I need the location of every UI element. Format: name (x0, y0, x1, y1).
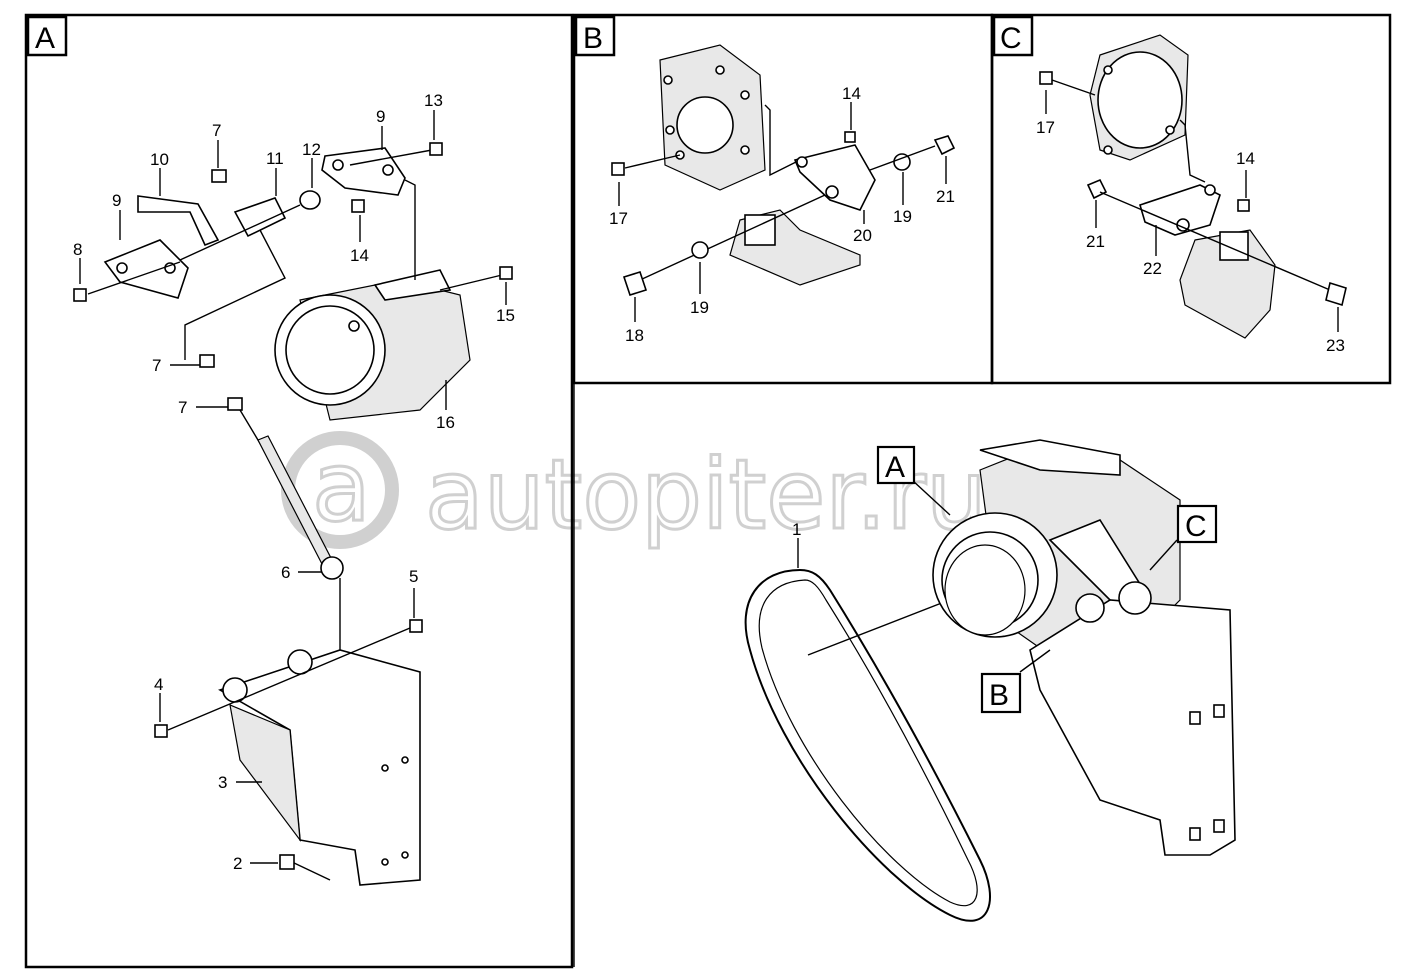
bolt-15-head (499, 266, 513, 280)
nut-5 (409, 619, 423, 633)
watermark-glyph: a (312, 431, 371, 543)
bolt-17-b (611, 162, 625, 176)
svg-text:A: A (885, 451, 905, 484)
bolt-2-head (279, 854, 295, 870)
label-b-20: 20 (853, 226, 872, 245)
label-8: 8 (73, 240, 82, 259)
label-1: 1 (792, 520, 801, 539)
bracket-3 (218, 649, 421, 886)
label-b-19: 19 (893, 207, 912, 226)
main-assembly-drawing (744, 439, 1236, 922)
label-c-23: 23 (1326, 336, 1345, 355)
label-7-mid: 7 (152, 356, 161, 375)
label-7-low: 7 (178, 398, 187, 417)
bracket-9-right (321, 147, 406, 196)
label-9-right: 9 (376, 107, 385, 126)
callout-a[interactable]: A (876, 445, 916, 485)
spacer-11 (233, 197, 287, 238)
svg-text:A: A (35, 22, 55, 55)
svg-text:C: C (1185, 510, 1207, 543)
nut-7-top (211, 169, 227, 183)
label-b-18: 18 (625, 326, 644, 345)
label-b-14: 14 (842, 84, 861, 103)
bracket-10 (137, 195, 220, 247)
callout-b[interactable]: B (980, 672, 1022, 714)
panel-label-a: A (26, 15, 68, 57)
label-16: 16 (436, 413, 455, 432)
label-b-19-low: 19 (690, 298, 709, 317)
label-13: 13 (424, 91, 443, 110)
label-b-21: 21 (936, 187, 955, 206)
bolt-18-b (622, 271, 648, 296)
nut-21-c (1086, 178, 1108, 200)
washer-19-b (893, 153, 911, 171)
label-10: 10 (150, 150, 169, 169)
nut-14-b (844, 131, 856, 143)
panel-label-b: B (574, 15, 616, 57)
svg-text:B: B (583, 22, 603, 55)
label-2: 2 (233, 854, 242, 873)
nut-7-mid (199, 354, 215, 368)
callout-c[interactable]: C (1176, 504, 1218, 544)
nut-14 (351, 199, 365, 213)
mount-bracket-main (1029, 599, 1236, 856)
label-12: 12 (302, 140, 321, 159)
label-11: 11 (266, 149, 284, 168)
washer-19-b2 (691, 241, 709, 259)
bolt-17-c (1039, 71, 1053, 85)
bolt-8-head (73, 288, 87, 302)
label-b-17: 17 (609, 209, 628, 228)
label-4: 4 (154, 675, 163, 694)
label-6: 6 (281, 563, 290, 582)
bush-12 (299, 190, 321, 210)
label-c-22: 22 (1143, 259, 1162, 278)
label-9-left: 9 (112, 191, 121, 210)
link-22 (1139, 184, 1221, 236)
belt-1 (744, 568, 991, 922)
bolt-23-c (1325, 281, 1347, 307)
nut-7-low (227, 397, 243, 411)
panel-label-c: C (992, 15, 1034, 57)
label-3: 3 (218, 773, 227, 792)
eye-6 (320, 556, 344, 580)
compressor-16 (274, 269, 471, 421)
panel-c-drawing (1039, 34, 1347, 339)
bolt-13-head (429, 142, 443, 156)
panel-a-drawing (73, 110, 513, 886)
label-c-21: 21 (1086, 232, 1105, 251)
nut-21-b (933, 135, 956, 156)
link-20 (793, 144, 876, 211)
bracket-9-left (103, 239, 189, 299)
nut-14-c (1237, 199, 1250, 212)
label-c-14: 14 (1236, 149, 1255, 168)
svg-text:C: C (1000, 22, 1022, 55)
bolt-4-head (154, 724, 168, 738)
label-5: 5 (409, 567, 418, 586)
label-15: 15 (496, 306, 515, 325)
panel-b-drawing (611, 44, 956, 322)
svg-text:B: B (989, 679, 1009, 712)
label-7-top: 7 (212, 121, 221, 140)
label-c-17: 17 (1036, 118, 1055, 137)
label-14: 14 (350, 246, 369, 265)
panel-a-frame (24, 13, 574, 969)
panel-c-frame (990, 13, 1392, 385)
